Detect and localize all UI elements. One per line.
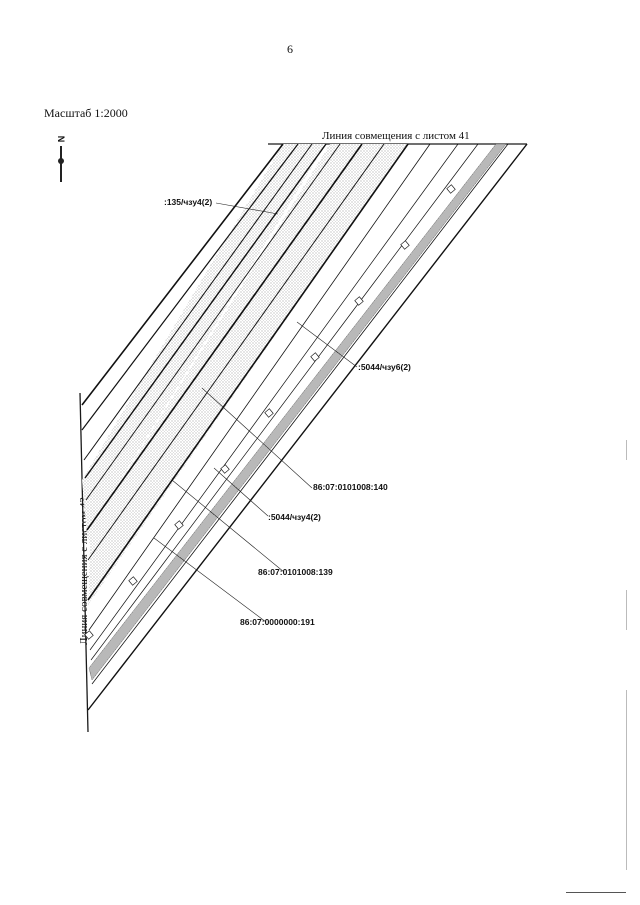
parcel-label: :135/чзу4(2) (164, 197, 213, 207)
marker-square (354, 296, 364, 306)
leader-line (201, 387, 313, 489)
hatched-strip-upper (82, 144, 326, 535)
marker-square (310, 352, 320, 362)
outer-boundary-line (87, 143, 528, 711)
boundary-line (89, 143, 459, 651)
road-strip (88, 143, 507, 681)
parcel-label: :5044/чзу6(2) (358, 362, 411, 372)
leader-line (215, 202, 279, 215)
pipeline-markers (84, 184, 456, 640)
boundary-line (86, 143, 363, 531)
parcel-label: 86:07:0000000:191 (240, 617, 315, 627)
page-number: 6 (287, 42, 293, 56)
parcel-label: 86:07:0101008:140 (313, 482, 388, 492)
north-arrow-shaft (60, 146, 62, 182)
scan-artifact (626, 690, 627, 870)
boundary-line (85, 143, 341, 501)
boundary-line (91, 143, 509, 685)
bottom-rule (566, 892, 626, 893)
match-line-left (79, 392, 89, 733)
marker-square (264, 408, 274, 418)
leader-line (153, 537, 267, 623)
marker-square (446, 184, 456, 194)
north-arrow-dot (58, 158, 64, 164)
scale-label: Масштаб 1:2000 (44, 106, 128, 120)
marker-square (84, 630, 94, 640)
north-arrow-icon: N (54, 134, 70, 186)
leader-line (171, 479, 285, 573)
hatched-strip-middle (87, 144, 362, 545)
scan-artifact (626, 590, 627, 630)
marker-square (174, 520, 184, 530)
boundary-line (84, 143, 327, 479)
parcel-label: 86:07:0101008:139 (258, 567, 333, 577)
boundary-line (88, 143, 431, 631)
marker-square (220, 464, 230, 474)
scan-artifact (626, 440, 627, 460)
leader-line (213, 467, 269, 517)
boundary-line (87, 143, 385, 561)
boundary-line (81, 143, 284, 406)
boundary-line (87, 143, 409, 601)
marker-square (400, 240, 410, 250)
boundary-line (83, 143, 313, 461)
marker-square (128, 576, 138, 586)
leader-line (296, 321, 358, 368)
parcel-label: :5044/чзу4(2) (268, 512, 321, 522)
boundary-line (90, 143, 479, 661)
boundary-line (81, 143, 299, 431)
match-line-top-label: Линия совмещения с листом 41 (322, 130, 470, 142)
